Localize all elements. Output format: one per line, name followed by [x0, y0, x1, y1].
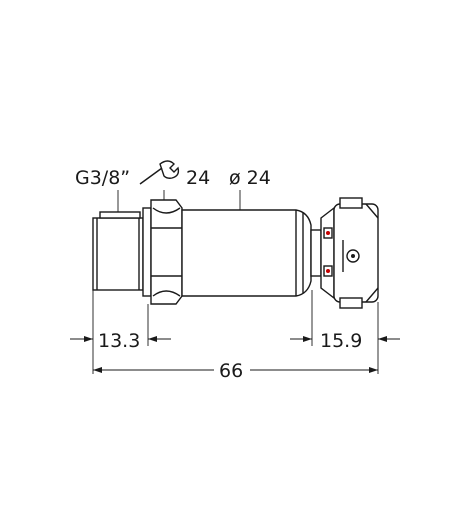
- diameter-callout: ø 24: [229, 167, 271, 210]
- wrench-callout: 24: [139, 160, 210, 200]
- thread-callout: G3/8”: [75, 167, 130, 212]
- total-length-value: 66: [219, 360, 243, 382]
- wrench-icon: [139, 160, 180, 185]
- body-diameter-label: ø 24: [229, 167, 271, 189]
- dimension-connector-length: 15.9: [290, 330, 400, 352]
- hex-nut: [142, 199, 183, 305]
- thread-size-label: G3/8”: [75, 167, 130, 189]
- connector-length-value: 15.9: [320, 330, 362, 352]
- wrench-size-label: 24: [186, 167, 210, 189]
- thread-length-value: 13.3: [98, 330, 140, 352]
- dimension-total-length: 66: [93, 360, 378, 382]
- connector: [310, 197, 379, 309]
- thread-section: [92, 211, 144, 291]
- dimension-thread-length: 13.3: [70, 330, 171, 352]
- sensor-body: [181, 209, 312, 297]
